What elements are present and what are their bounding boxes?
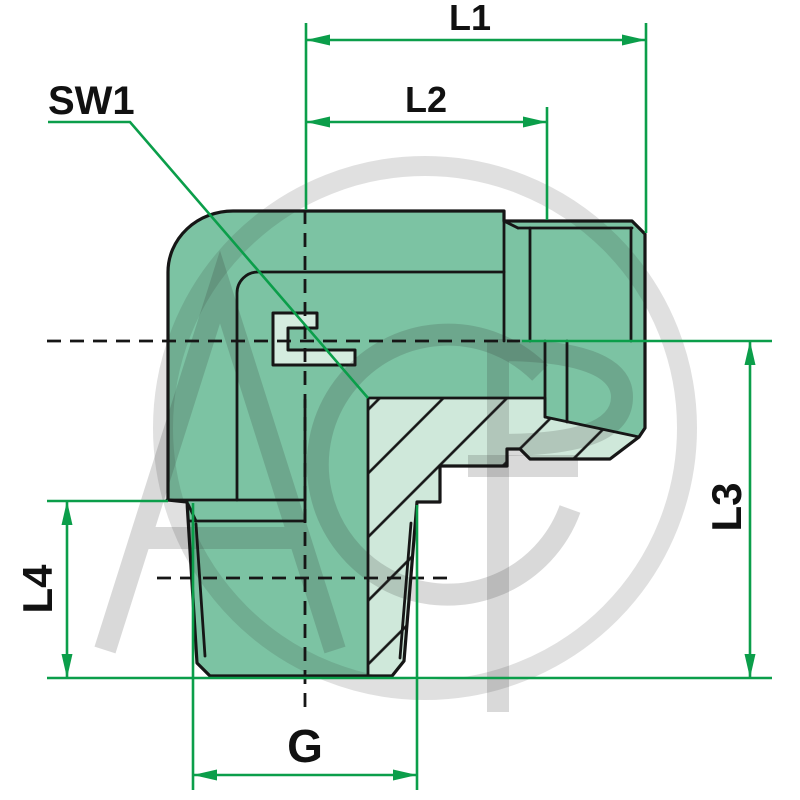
fitting-linework <box>165 209 647 678</box>
l3-arrow-top <box>744 341 756 365</box>
dimension-l1: L1 <box>304 0 648 233</box>
right-port-thread-chamfer <box>502 219 520 230</box>
l3-label: L3 <box>703 482 750 531</box>
dimension-l2: L2 <box>306 79 549 220</box>
l2-arrow-left <box>306 116 330 128</box>
l4-label: L4 <box>14 564 61 614</box>
elbow-outer-contour <box>166 209 647 678</box>
l4-arrow-bottom <box>61 654 73 678</box>
watermark-letter-p <box>487 339 634 712</box>
l1-label: L1 <box>449 0 491 38</box>
section-hatching <box>368 398 639 676</box>
g-label: G <box>287 720 323 772</box>
dimension-l3: L3 <box>47 339 772 680</box>
dimensions: L1 L2 SW1 L3 L4 <box>14 0 772 790</box>
lower-port-section-thread <box>398 521 413 660</box>
l3-arrow-bottom <box>744 654 756 678</box>
sw1-leader-line <box>48 120 369 399</box>
bore-contour <box>235 270 506 502</box>
dimension-sw1: SW1 <box>48 79 369 399</box>
sw1-label: SW1 <box>48 79 135 123</box>
watermark-letter-a <box>94 250 346 654</box>
watermark <box>94 156 697 712</box>
l4-arrow-top <box>61 501 73 525</box>
l2-arrow-right <box>523 116 547 128</box>
fitting-body-fills <box>168 211 645 676</box>
internal-cutout-fill <box>271 311 357 367</box>
centerlines <box>47 210 520 712</box>
dimension-g: G <box>191 503 419 790</box>
g-arrow-right <box>393 769 417 781</box>
lower-port-taper-inner <box>194 522 207 658</box>
l2-label: L2 <box>405 79 447 120</box>
g-arrow-left <box>193 769 217 781</box>
watermark-ring <box>153 156 697 700</box>
l1-arrow-right <box>622 34 646 46</box>
l1-arrow-left <box>306 34 330 46</box>
dimension-l4: L4 <box>14 499 168 678</box>
